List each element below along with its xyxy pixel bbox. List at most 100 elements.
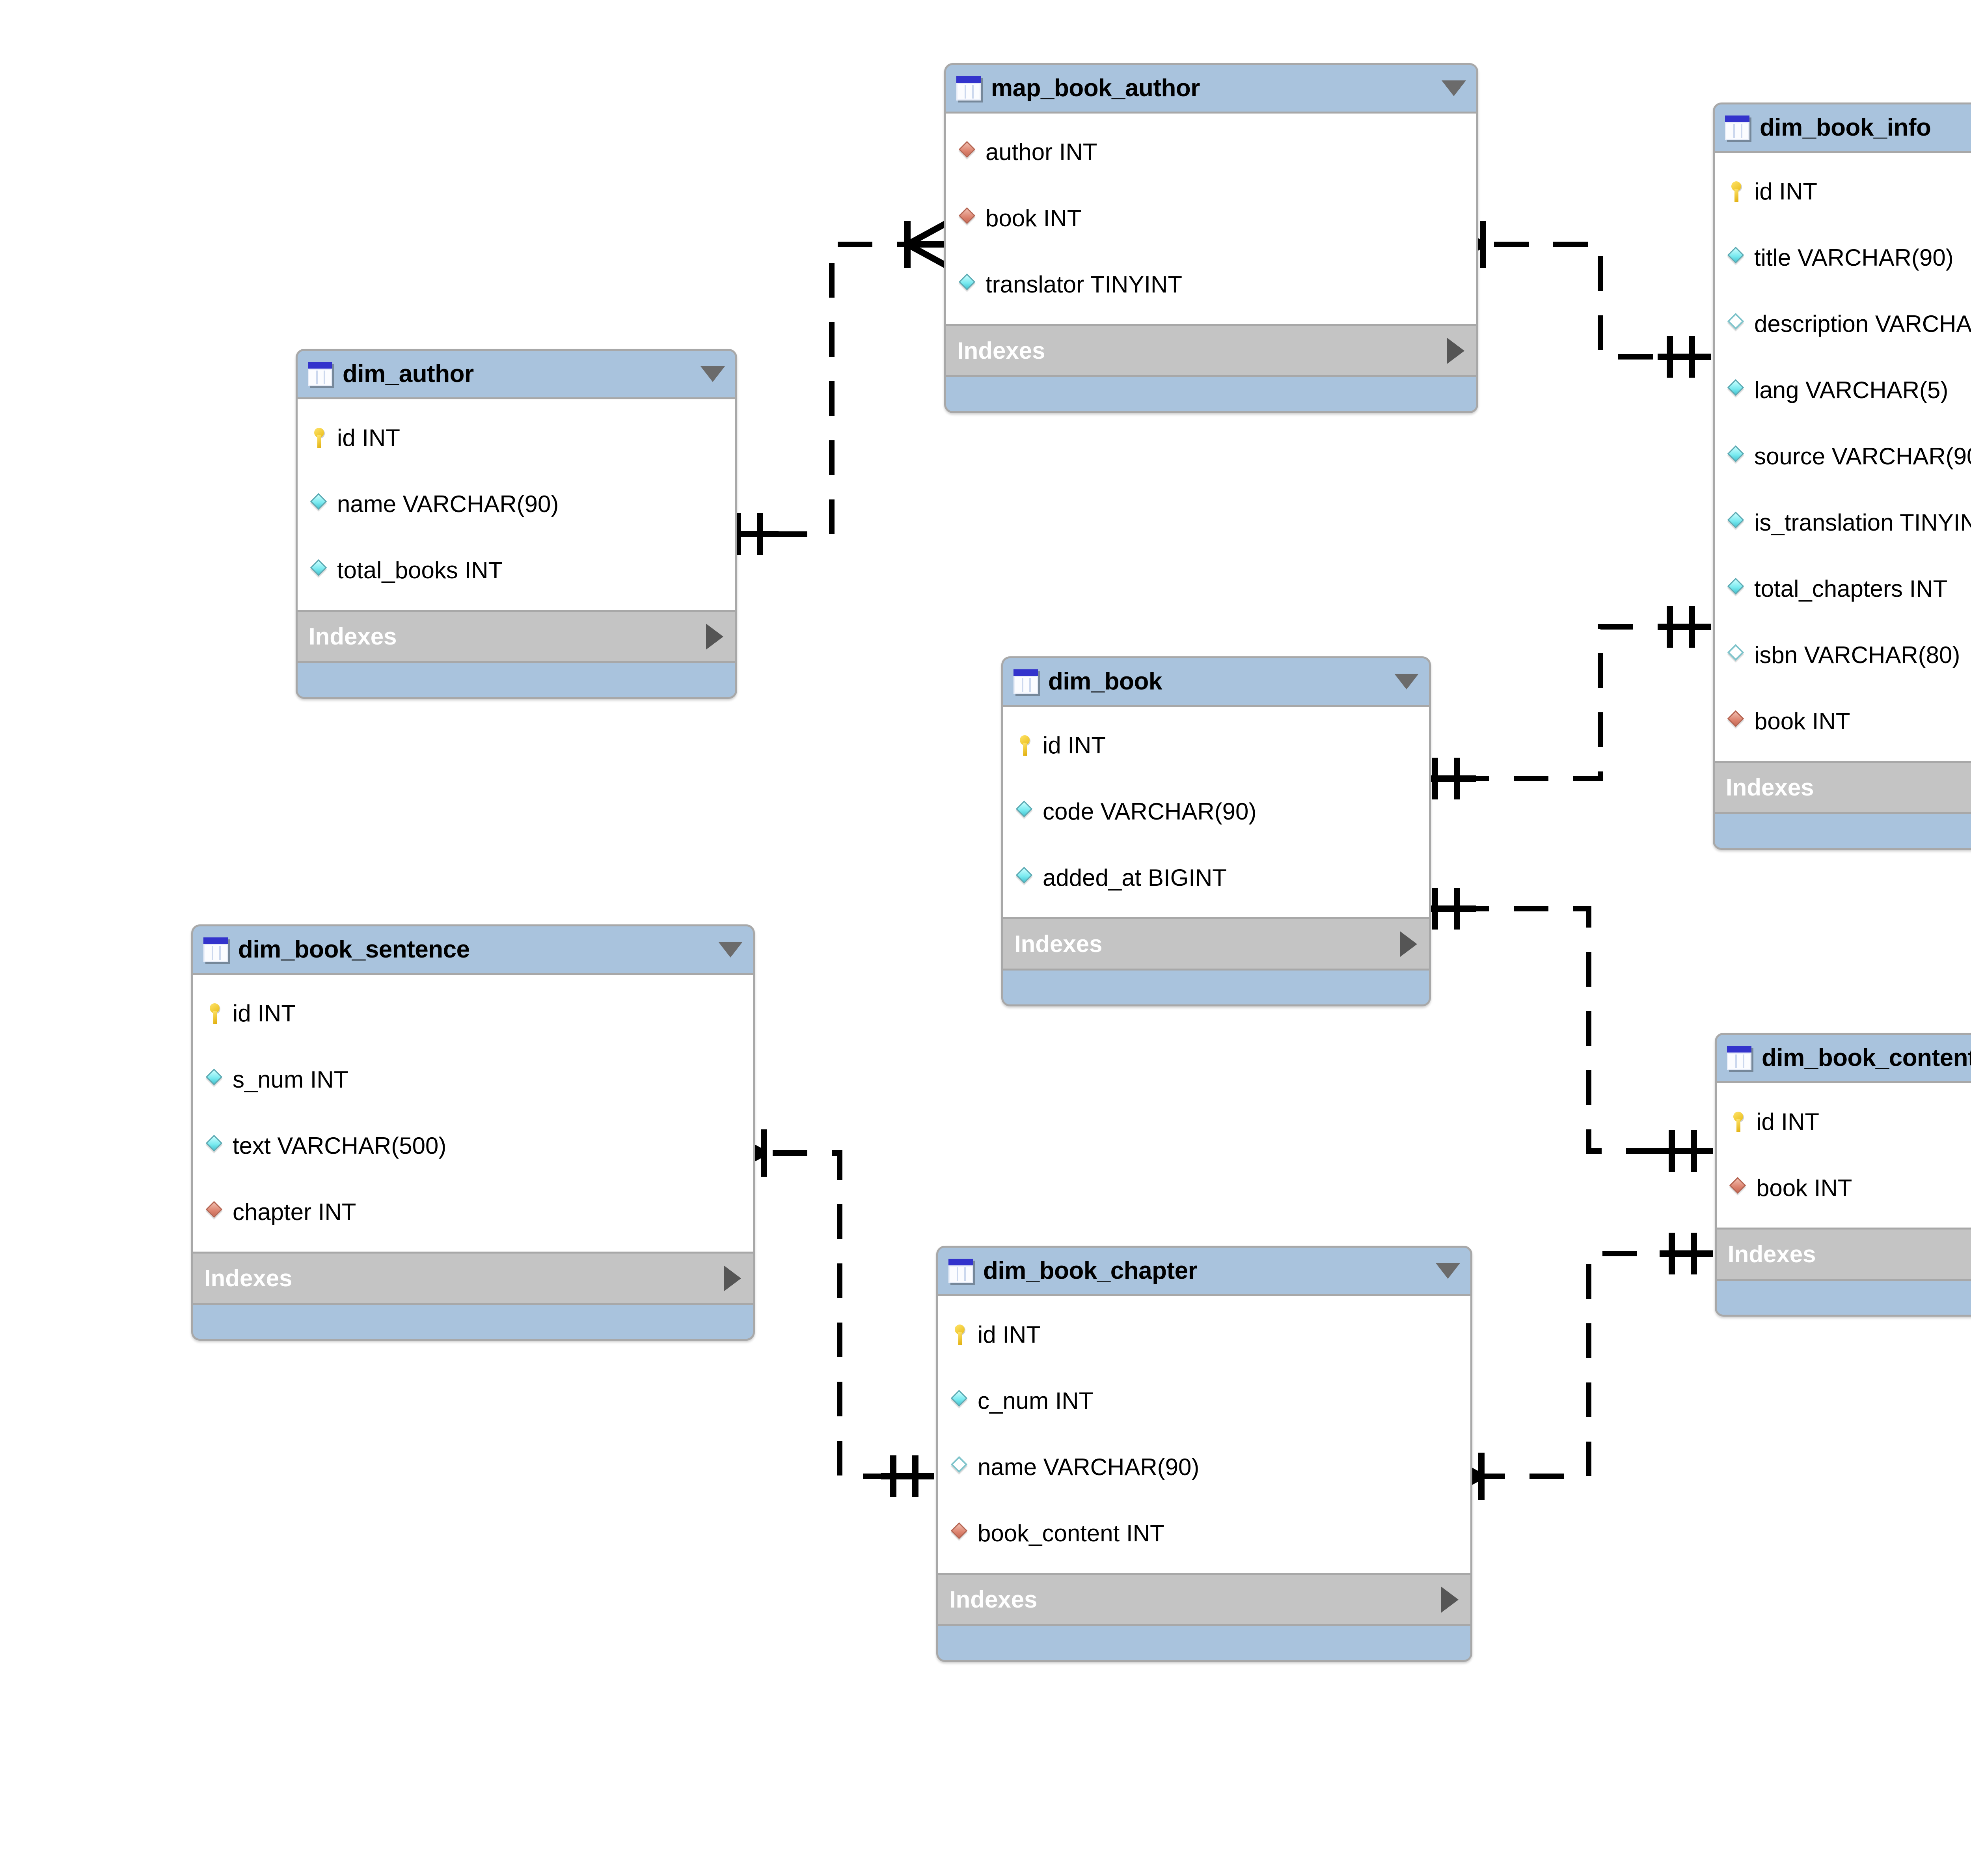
indexes-label: Indexes [1728,1241,1816,1267]
indexes-section[interactable]: Indexes [1003,919,1429,971]
table-dim-book-chapter[interactable]: dim_book_chapter id INT c_num INT name V… [936,1246,1472,1662]
table-name: dim_book_info [1760,114,1931,141]
table-row[interactable]: source VARCHAR(90) [1715,423,1971,490]
table-row[interactable]: book INT [1715,688,1971,754]
column-list: id INT code VARCHAR(90) added_at BIGINT [1003,705,1429,919]
table-row[interactable]: total_chapters INT [1715,556,1971,622]
table-row[interactable]: title VARCHAR(90) [1715,225,1971,291]
rel-book-to-bookinfo [1455,624,1687,781]
fk-diamond-icon [948,1522,971,1545]
column-diamond-icon [1013,866,1036,889]
column-label: translator TINYINT [986,271,1183,298]
chevron-down-icon[interactable] [1442,80,1466,96]
table-dim-book-sentence[interactable]: dim_book_sentence id INT s_num INT text … [191,924,755,1341]
chevron-right-icon[interactable] [1400,931,1417,957]
column-label: book INT [1756,1175,1852,1201]
table-header[interactable]: dim_author [298,351,735,397]
column-label: s_num INT [233,1066,348,1093]
table-row[interactable]: book INT [1717,1155,1971,1221]
table-row[interactable]: total_books INT [298,537,735,604]
table-row[interactable]: id INT [193,980,753,1047]
table-row[interactable]: chapter INT [193,1179,753,1245]
column-diamond-icon [308,559,331,582]
column-label: title VARCHAR(90) [1754,244,1954,271]
table-row[interactable]: code VARCHAR(90) [1003,779,1429,845]
table-row[interactable]: c_num INT [938,1368,1470,1434]
table-icon [203,937,228,962]
table-footer [1715,814,1971,848]
table-row[interactable]: added_at BIGINT [1003,845,1429,911]
chevron-right-icon[interactable] [1441,1586,1459,1613]
chevron-right-icon[interactable] [706,623,723,650]
column-label: code VARCHAR(90) [1043,798,1257,825]
indexes-section[interactable]: Indexes [938,1575,1470,1626]
table-row[interactable]: lang VARCHAR(5) [1715,357,1971,423]
table-row[interactable]: name VARCHAR(90) [298,471,735,537]
rel-sentence-to-chapter [773,1150,918,1479]
table-dim-book-info[interactable]: dim_book_info id INT title VARCHAR(90) d… [1713,102,1971,850]
table-row[interactable]: translator TINYINT [946,251,1476,318]
column-label: added_at BIGINT [1043,864,1227,891]
column-label: id INT [1756,1108,1820,1135]
indexes-section[interactable]: Indexes [193,1254,753,1305]
chevron-down-icon[interactable] [700,366,725,382]
table-row[interactable]: book_content INT [938,1500,1470,1567]
table-row[interactable]: is_translation TINYINT [1715,490,1971,556]
table-row[interactable]: book INT [946,185,1476,251]
column-label: name VARCHAR(90) [337,491,559,517]
table-dim-book[interactable]: dim_book id INT code VARCHAR(90) added_a… [1001,656,1431,1006]
column-label: id INT [1754,178,1818,205]
table-header[interactable]: map_book_author [946,65,1476,112]
column-label: id INT [337,425,401,451]
column-list: id INT name VARCHAR(90) total_books INT [298,397,735,612]
table-header[interactable]: dim_book_content [1717,1035,1971,1081]
chevron-right-icon[interactable] [1447,337,1464,364]
table-header[interactable]: dim_book_sentence [193,926,753,973]
column-diamond-icon [1013,800,1036,823]
table-row[interactable]: id INT [1715,158,1971,225]
chevron-right-icon[interactable] [724,1265,741,1291]
table-header[interactable]: dim_book_chapter [938,1248,1470,1294]
table-icon [948,1259,973,1283]
column-label: id INT [978,1321,1041,1348]
column-label: name VARCHAR(90) [978,1454,1200,1480]
indexes-section[interactable]: Indexes [1717,1230,1971,1281]
table-row[interactable]: text VARCHAR(500) [193,1113,753,1179]
table-header[interactable]: dim_book [1003,658,1429,705]
chevron-down-icon[interactable] [1394,674,1419,689]
indexes-section[interactable]: Indexes [298,612,735,663]
fk-diamond-icon [1727,1177,1750,1200]
indexes-label: Indexes [949,1586,1038,1613]
table-dim-book-content[interactable]: dim_book_content id INT book INT Indexes [1715,1033,1971,1317]
table-row[interactable]: id INT [938,1302,1470,1368]
column-list: id INT book INT [1717,1081,1971,1230]
chevron-down-icon[interactable] [718,942,743,958]
column-list: id INT title VARCHAR(90) description VAR… [1715,151,1971,763]
column-list: id INT s_num INT text VARCHAR(500) chapt… [193,973,753,1254]
column-diamond-icon [948,1390,971,1412]
primary-key-icon [308,427,331,449]
rel-book-to-bookcontent [1455,906,1689,1154]
table-row[interactable]: author INT [946,119,1476,185]
nullable-diamond-icon [1725,644,1748,667]
table-row[interactable]: id INT [1003,712,1429,779]
table-map-book-author[interactable]: map_book_author author INT book INT tran… [944,63,1478,413]
table-row[interactable]: name VARCHAR(90) [938,1434,1470,1500]
table-footer [938,1626,1470,1660]
table-row[interactable]: isbn VARCHAR(80) [1715,622,1971,688]
column-label: isbn VARCHAR(80) [1754,642,1960,668]
table-dim-author[interactable]: dim_author id INT name VARCHAR(90) total… [296,349,737,699]
table-header[interactable]: dim_book_info [1715,104,1971,151]
table-row[interactable]: s_num INT [193,1047,753,1113]
table-row[interactable]: id INT [298,405,735,471]
indexes-section[interactable]: Indexes [1715,763,1971,814]
table-icon [1725,116,1749,140]
table-row[interactable]: description VARCHAR(200) [1715,291,1971,357]
table-row[interactable]: id INT [1717,1089,1971,1155]
indexes-section[interactable]: Indexes [946,326,1476,377]
chevron-down-icon[interactable] [1436,1263,1460,1279]
column-label: source VARCHAR(90) [1754,443,1971,469]
indexes-label: Indexes [309,623,397,650]
fk-diamond-icon [956,141,979,164]
